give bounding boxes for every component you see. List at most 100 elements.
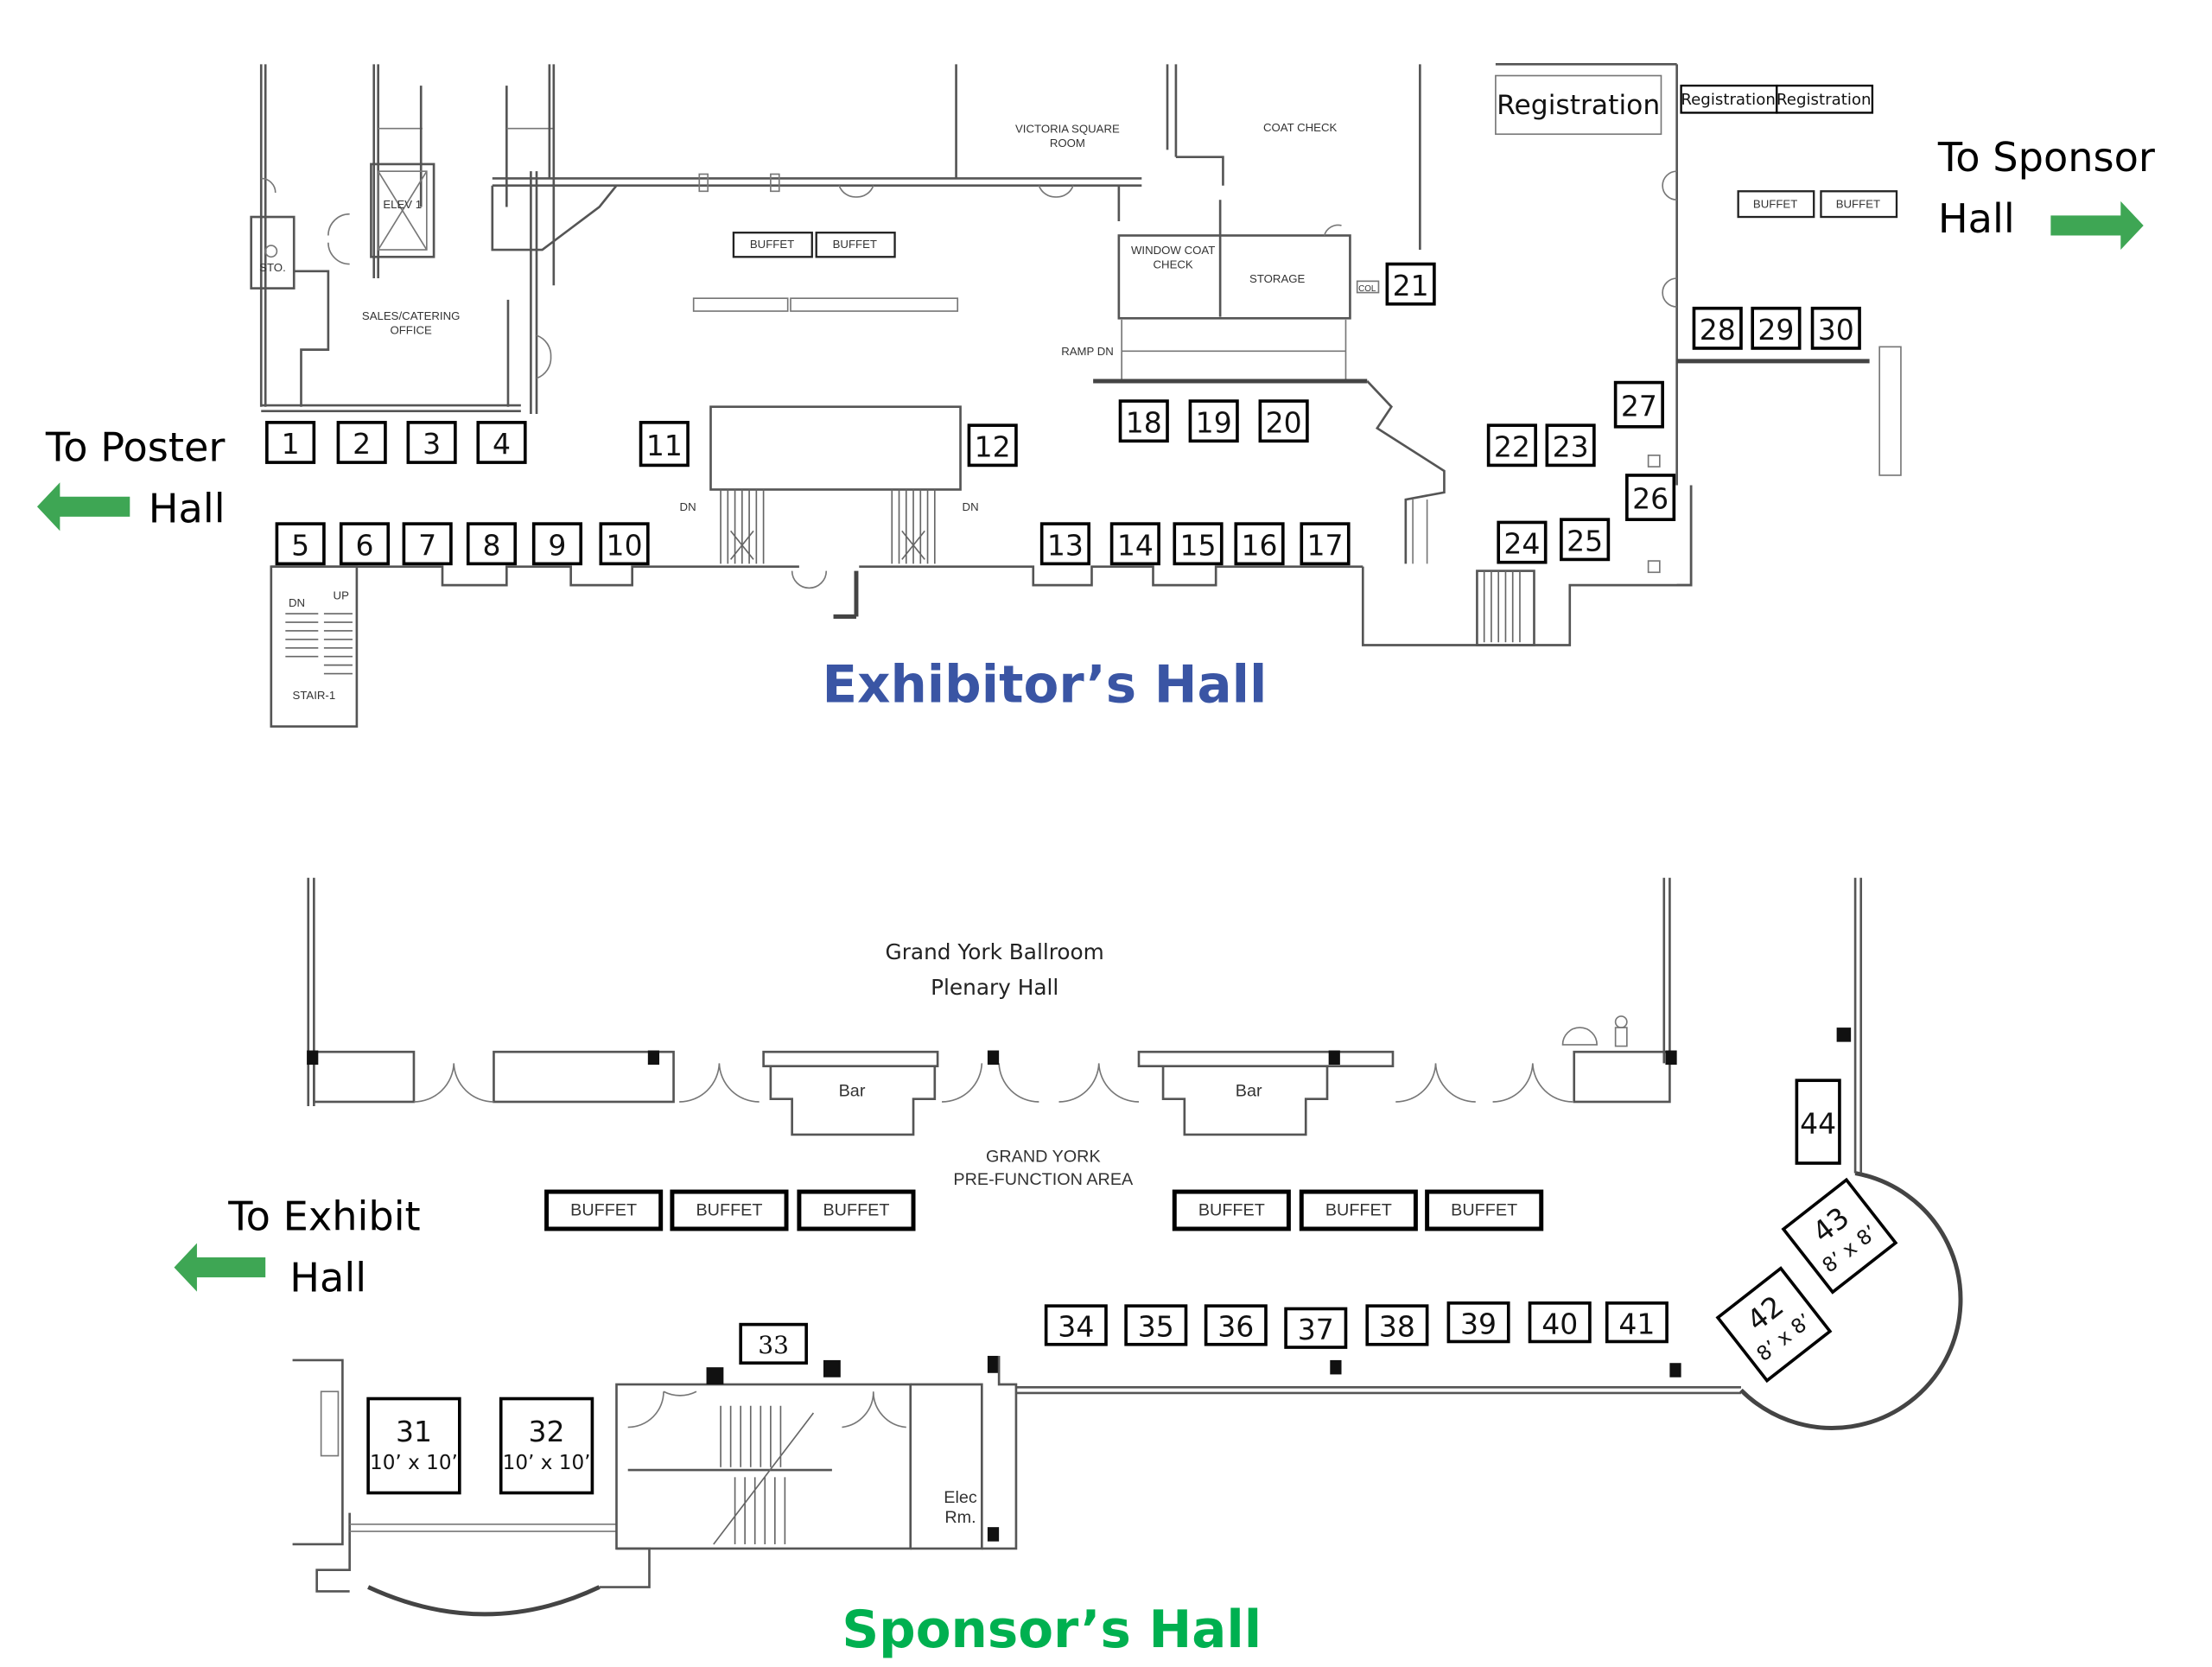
booth[interactable]: 44 [1795, 1078, 1841, 1165]
booth[interactable]: 2 [336, 421, 387, 464]
booth[interactable]: 27 [1613, 380, 1664, 429]
booth[interactable]: 14 [1109, 522, 1160, 566]
booth[interactable]: 3 [406, 421, 457, 464]
arrow-left-icon[interactable] [36, 482, 130, 531]
booth[interactable]: 428’ x 8’ [1715, 1266, 1833, 1384]
booth[interactable]: 22 [1486, 423, 1537, 468]
booth[interactable]: 41 [1605, 1301, 1669, 1344]
booth[interactable]: 15 [1173, 522, 1224, 566]
booth[interactable]: 29 [1751, 306, 1802, 350]
booth-box[interactable] [639, 421, 690, 468]
booth-box[interactable] [1124, 1304, 1188, 1346]
booth-box[interactable] [1528, 1301, 1592, 1344]
booth[interactable]: 16 [1234, 522, 1285, 566]
booth[interactable]: 6 [339, 522, 391, 566]
booth-box[interactable] [1560, 518, 1611, 562]
booth-box[interactable] [1118, 399, 1169, 443]
booth-box[interactable] [1605, 1301, 1669, 1344]
booth[interactable]: 37 [1284, 1307, 1348, 1349]
booth-box[interactable] [1385, 262, 1436, 306]
booth[interactable]: 19 [1188, 399, 1239, 443]
booth[interactable]: 39 [1446, 1301, 1510, 1344]
booth[interactable]: 17 [1300, 522, 1351, 566]
booth-box[interactable] [1781, 1177, 1898, 1295]
booth[interactable]: 5 [275, 522, 326, 566]
booth-box[interactable] [1188, 399, 1239, 443]
booth-box[interactable] [1810, 306, 1861, 350]
booth-box[interactable] [406, 421, 457, 464]
booth-box[interactable] [1446, 1301, 1510, 1344]
booth[interactable]: 8 [466, 522, 518, 566]
booth-box[interactable] [599, 522, 650, 566]
booth[interactable]: 24 [1497, 520, 1548, 564]
to-sponsor-hall-nav[interactable]: To Sponsor Hall [1937, 134, 2156, 251]
booth-box[interactable] [1039, 522, 1090, 566]
booth-box[interactable] [1284, 1307, 1348, 1349]
booth[interactable]: 34 [1044, 1304, 1108, 1346]
booth-box[interactable] [336, 421, 387, 464]
booth[interactable]: 33 [739, 1322, 808, 1365]
to-exhibit-hall-nav[interactable]: To Exhibit Hall [174, 1193, 421, 1301]
booth-box[interactable] [275, 522, 326, 566]
booth-box[interactable] [1613, 380, 1664, 429]
booth[interactable]: 23 [1545, 423, 1596, 468]
to-exhibit-hall-label-2[interactable]: Hall [289, 1255, 366, 1301]
booth-box[interactable] [499, 1397, 594, 1495]
booth-box[interactable] [967, 423, 1018, 468]
booth[interactable]: 9 [531, 522, 583, 566]
booth[interactable]: 21 [1385, 262, 1436, 306]
booth[interactable]: 40 [1528, 1301, 1592, 1344]
booth[interactable]: 7 [402, 522, 453, 566]
booth[interactable]: 26 [1625, 474, 1676, 521]
booth[interactable]: 30 [1810, 306, 1861, 350]
booth[interactable]: 4 [476, 421, 527, 464]
booth[interactable]: 20 [1258, 399, 1309, 443]
booth-box[interactable] [402, 522, 453, 566]
booth[interactable]: 438’ x 8’ [1781, 1177, 1898, 1295]
booth-box[interactable] [1258, 399, 1309, 443]
to-poster-hall-nav[interactable]: To Poster Hall [36, 423, 226, 531]
booth-box[interactable] [1486, 423, 1537, 468]
booth-box[interactable] [739, 1322, 808, 1365]
booth[interactable]: 10 [599, 522, 650, 566]
booth[interactable]: 12 [967, 423, 1018, 468]
booth-box[interactable] [1109, 522, 1160, 566]
booth[interactable]: 38 [1365, 1304, 1429, 1346]
arrow-right-icon[interactable] [2050, 200, 2144, 251]
booth-box[interactable] [265, 421, 316, 464]
booth[interactable]: 18 [1118, 399, 1169, 443]
booth-box[interactable] [1625, 474, 1676, 521]
booth-box[interactable] [1365, 1304, 1429, 1346]
booth[interactable]: 13 [1039, 522, 1090, 566]
booth-box[interactable] [1204, 1304, 1268, 1346]
booth-box[interactable] [1715, 1266, 1833, 1384]
booth-box[interactable] [366, 1397, 461, 1495]
to-poster-hall-label[interactable]: To Poster [45, 423, 226, 470]
booth-box[interactable] [1545, 423, 1596, 468]
booth-box[interactable] [1751, 306, 1802, 350]
arrow-left-icon[interactable] [174, 1243, 266, 1292]
to-sponsor-hall-label-2[interactable]: Hall [1938, 195, 2015, 242]
booth-box[interactable] [1300, 522, 1351, 566]
booth-box[interactable] [466, 522, 518, 566]
booth[interactable]: 35 [1124, 1304, 1188, 1346]
booth-box[interactable] [1795, 1078, 1841, 1165]
booth[interactable]: 11 [639, 421, 690, 468]
booth-box[interactable] [476, 421, 527, 464]
booth[interactable]: 25 [1560, 518, 1611, 562]
booth[interactable]: 1 [265, 421, 316, 464]
to-sponsor-hall-label[interactable]: To Sponsor [1937, 134, 2156, 181]
booth[interactable]: 28 [1692, 306, 1743, 350]
booth-box[interactable] [1044, 1304, 1108, 1346]
to-exhibit-hall-label[interactable]: To Exhibit [227, 1193, 420, 1240]
booth-box[interactable] [531, 522, 583, 566]
booth-box[interactable] [1234, 522, 1285, 566]
booth[interactable]: 36 [1204, 1304, 1268, 1346]
to-poster-hall-label-2[interactable]: Hall [149, 485, 226, 531]
booth-box[interactable] [1497, 520, 1548, 564]
booth-box[interactable] [339, 522, 391, 566]
booth-box[interactable] [1692, 306, 1743, 350]
booth-box[interactable] [1173, 522, 1224, 566]
